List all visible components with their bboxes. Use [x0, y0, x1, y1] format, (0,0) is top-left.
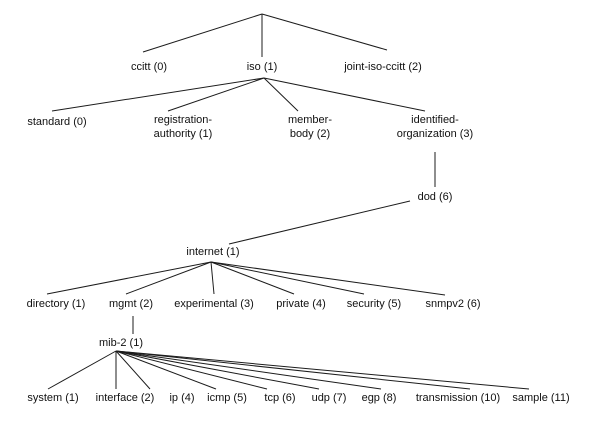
node-snmpv2: snmpv2 (6) — [425, 298, 481, 310]
edge-internet-mgmt — [125, 261, 212, 295]
node-mib2: mib-2 (1) — [98, 337, 144, 349]
edge-mib2-udp — [115, 350, 320, 390]
node-system: system (1) — [27, 392, 79, 404]
node-tcp: tcp (6) — [264, 392, 296, 404]
edge-root-joint-iso-ccitt — [261, 13, 388, 51]
edge-mib2-icmp — [115, 350, 217, 390]
edge-mib2-transmission — [115, 350, 471, 390]
node-ccitt: ccitt (0) — [130, 61, 168, 73]
node-egp: egp (8) — [361, 392, 397, 404]
node-iso: iso (1) — [246, 61, 278, 73]
edge-internet-private — [210, 261, 295, 295]
node-directory: directory (1) — [26, 298, 86, 310]
node-member-body: member- body (2) — [287, 114, 333, 140]
edge-iso-identified-organization — [263, 77, 426, 112]
node-mgmt: mgmt (2) — [109, 298, 153, 310]
edge-internet-directory — [46, 261, 212, 295]
edge-mib2-ip — [115, 350, 151, 390]
node-icmp: icmp (5) — [207, 392, 247, 404]
node-security: security (5) — [346, 298, 402, 310]
node-private: private (4) — [276, 298, 326, 310]
edge-internet-snmpv2 — [210, 261, 446, 296]
edge-iso-member-body — [263, 77, 299, 112]
edge-mib2-tcp — [115, 350, 268, 390]
edge-mib2-system — [47, 350, 117, 390]
node-standard: standard (0) — [27, 116, 87, 128]
edge-root-ccitt — [142, 13, 263, 53]
edge-internet-experimental — [210, 261, 215, 295]
node-sample: sample (11) — [512, 392, 570, 404]
node-transmission: transmission (10) — [415, 392, 501, 404]
node-interface: interface (2) — [95, 392, 155, 404]
edge-internet-security — [210, 261, 365, 295]
edge-dod-internet — [228, 200, 411, 245]
node-dod: dod (6) — [417, 191, 453, 203]
node-identified-organization: identified- organization (3) — [396, 114, 474, 140]
node-ip: ip (4) — [169, 392, 195, 404]
edge-iso-registration-authority — [167, 77, 265, 112]
node-internet: internet (1) — [186, 246, 240, 258]
edge-mib2-egp — [115, 350, 382, 390]
node-udp: udp (7) — [311, 392, 347, 404]
edge-mib2-sample — [115, 350, 530, 390]
edge-iso-standard — [51, 77, 265, 112]
node-registration-authority: registration- authority (1) — [153, 114, 213, 140]
node-experimental: experimental (3) — [174, 298, 254, 310]
node-joint-iso-ccitt: joint-iso-ccitt (2) — [344, 61, 422, 73]
